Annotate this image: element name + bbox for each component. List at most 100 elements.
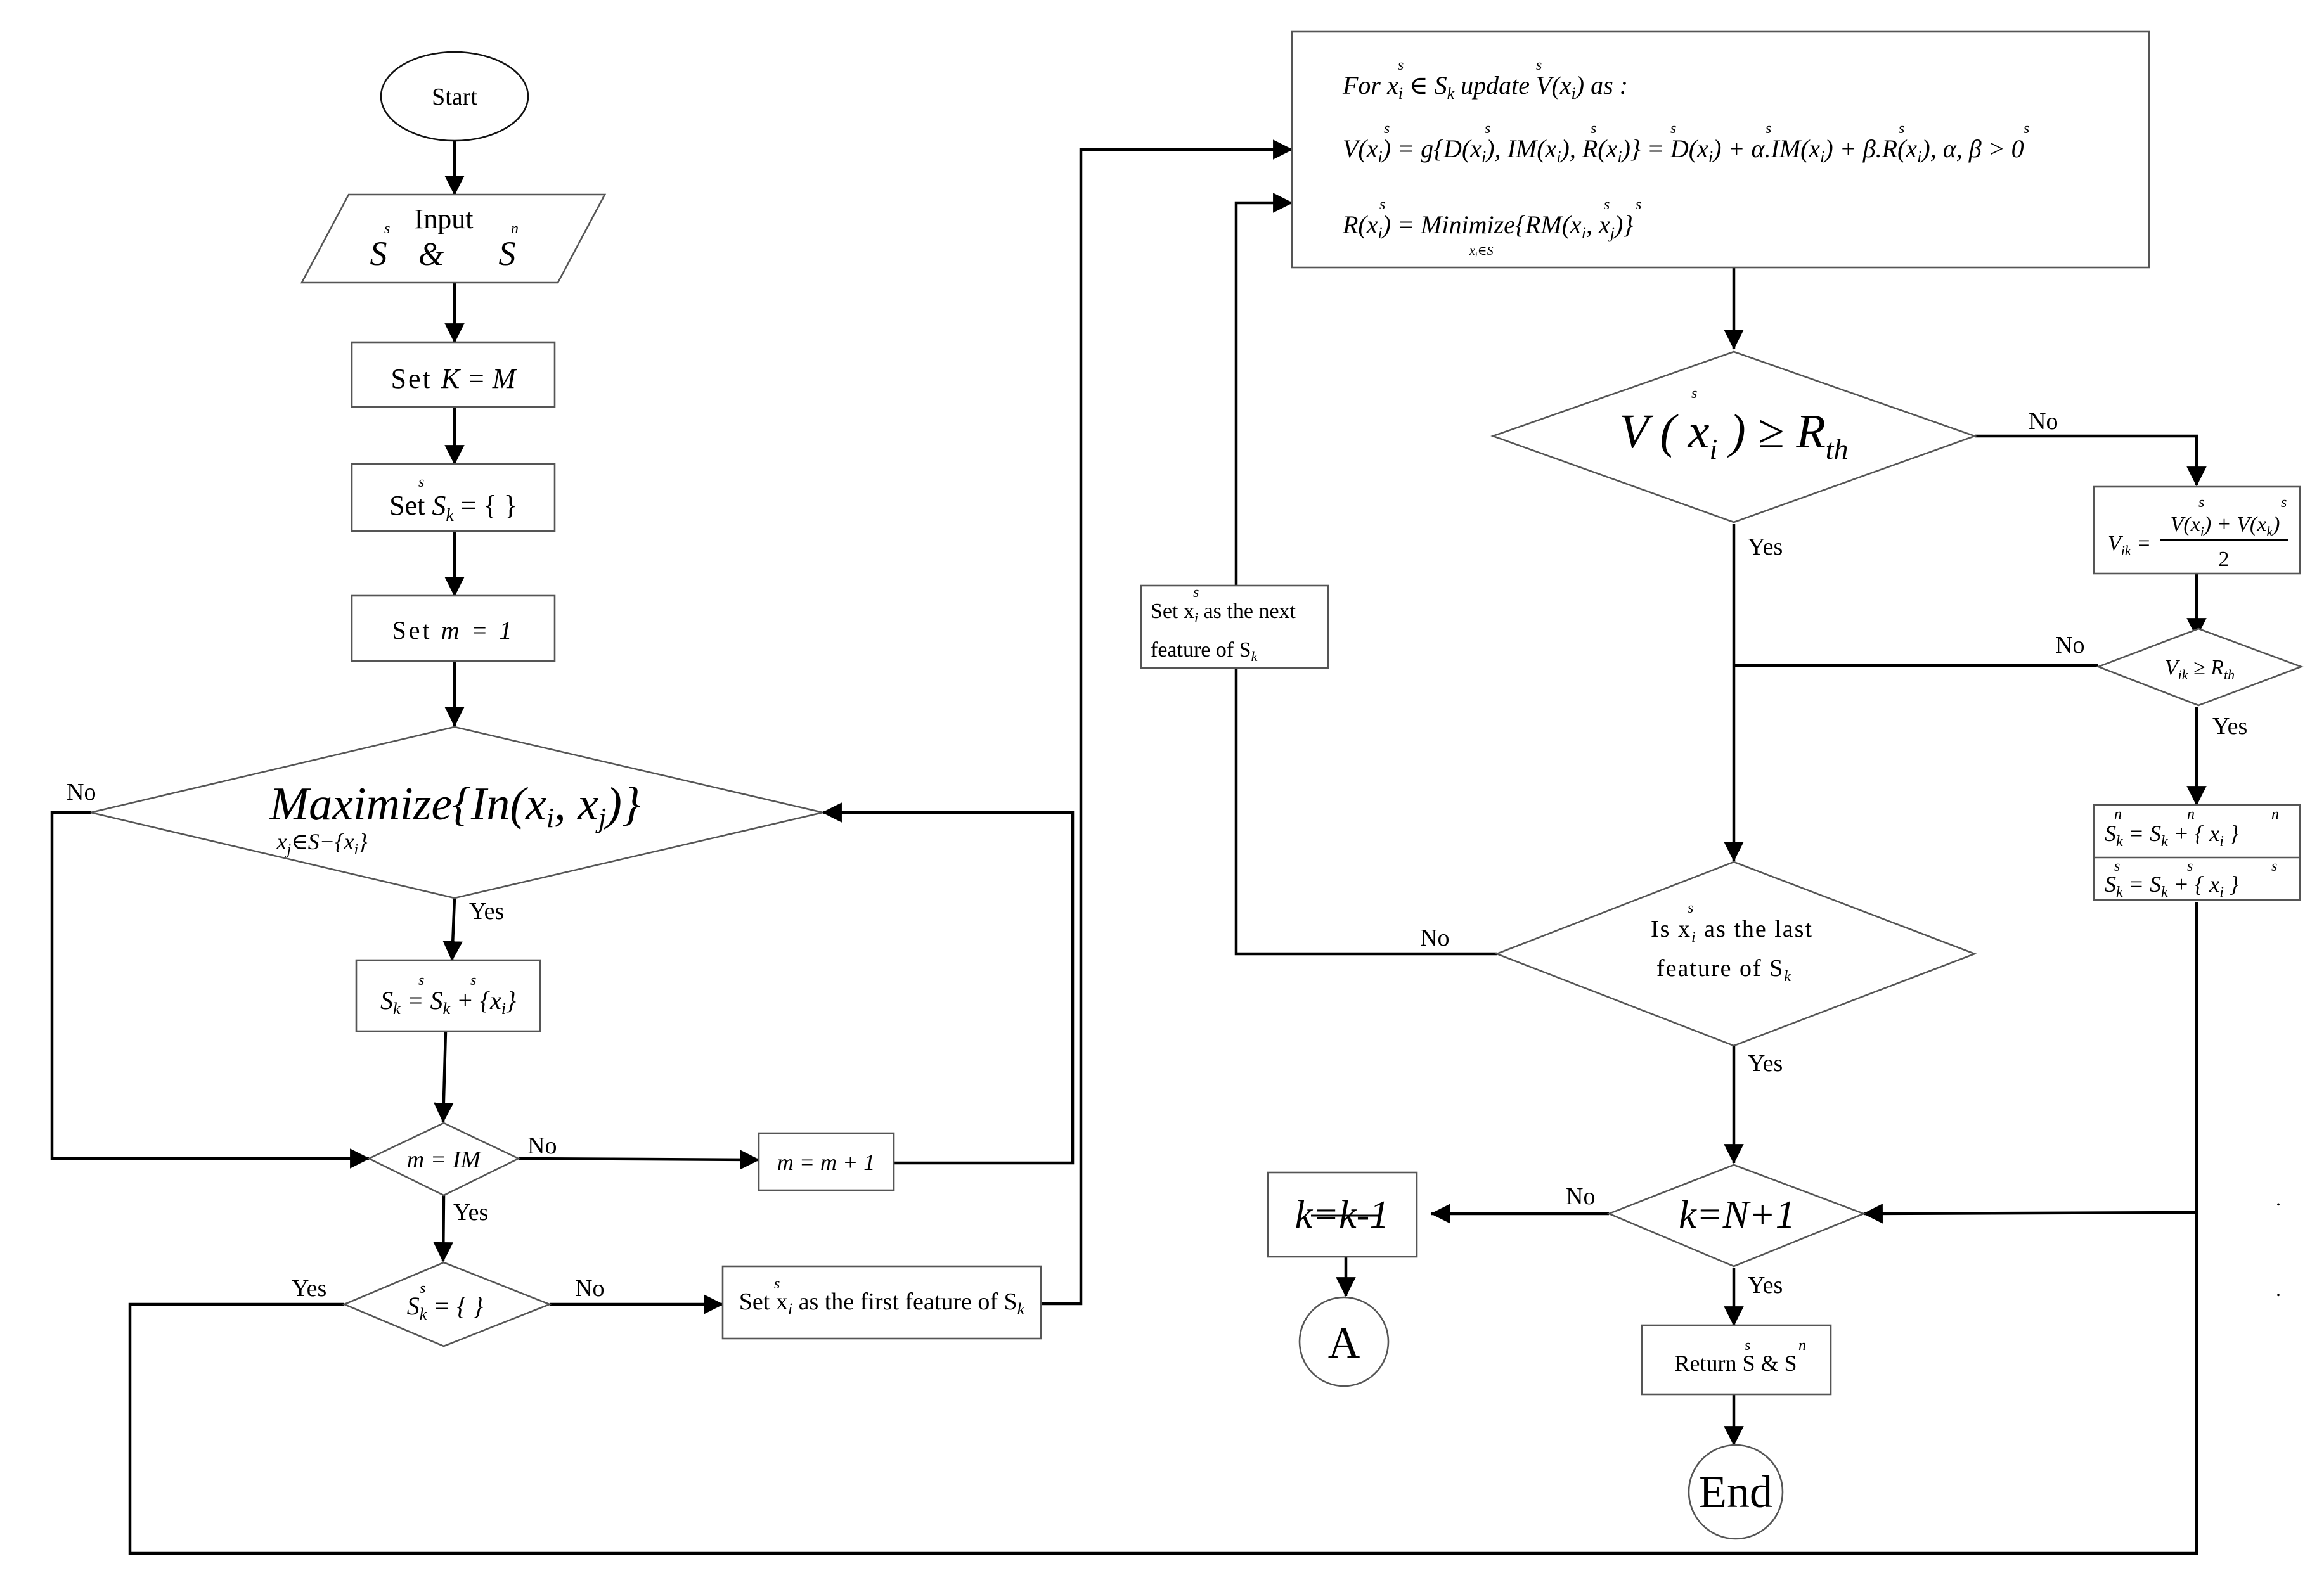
svg-text:feature of Sk: feature of Sk <box>1151 638 1258 664</box>
node-m-plus: m = m + 1 <box>758 1132 895 1191</box>
svg-text:n: n <box>2187 806 2195 823</box>
connector-a-label: A <box>1328 1319 1360 1368</box>
arrow-vcond-no <box>1975 434 2207 487</box>
svg-text:.: . <box>2276 1278 2281 1301</box>
vik-cond-label: Vik ≥ Rth <box>2165 656 2235 683</box>
svg-text:s: s <box>1691 385 1697 402</box>
input-amp: & <box>418 236 444 273</box>
svg-text:n: n <box>511 221 519 237</box>
input-set-n: S <box>499 234 516 273</box>
label-kcond-yes: Yes <box>1748 1272 1783 1299</box>
update-line1: For xi ∈ Sk update V(xi) as : <box>1342 71 1628 103</box>
svg-text:Return S & S: Return S & S <box>1674 1351 1797 1376</box>
svg-text:V(xi) + V(xk): V(xi) + V(xk) <box>2171 513 2280 539</box>
node-last-feature: s Is xi as the last feature of Sk <box>1494 861 1977 1047</box>
svg-text:feature of Sk: feature of Sk <box>1656 955 1792 985</box>
arrow-setfirst-update <box>1041 139 1293 1306</box>
start-label: Start <box>432 84 477 110</box>
node-set-next: s Set xi as the next feature of Sk <box>1140 584 1329 669</box>
node-end: End <box>1688 1444 1784 1540</box>
node-input: Input s S & n S <box>300 193 607 284</box>
svg-text:s: s <box>1899 120 1904 137</box>
svg-text:s: s <box>418 972 424 989</box>
arrow-maximize-skupdate <box>442 897 463 961</box>
node-sk-update: s s Sk = Sk + {xi} <box>355 959 541 1032</box>
svg-text:Sk = { }: Sk = { } <box>407 1292 484 1323</box>
svg-text:s: s <box>1636 196 1641 213</box>
svg-text:Set xi as the first feature of: Set xi as the first feature of Sk <box>739 1288 1025 1318</box>
node-v-cond: s V ( xi ) ≥ Rth <box>1490 350 1977 523</box>
label-mim-no: No <box>527 1133 557 1159</box>
svg-text:s: s <box>1604 196 1610 213</box>
label-vcond-yes: Yes <box>1748 534 1783 560</box>
label-vcond-no: No <box>2029 408 2058 435</box>
svg-text:Set K = M: Set K = M <box>391 363 517 394</box>
svg-text:s: s <box>1670 120 1676 137</box>
end-label: End <box>1699 1467 1772 1517</box>
svg-text:s: s <box>1591 120 1596 137</box>
node-sets-update: n n n s s s Sk = Sk + { xi } Sk = Sk + {… <box>2093 804 2301 901</box>
svg-text:s: s <box>1379 196 1385 213</box>
arrow-mplus-maximize <box>822 802 1075 1165</box>
svg-text:s: s <box>1398 57 1404 74</box>
node-set-sk: s Set Sk = { } <box>351 463 556 532</box>
node-maximize: Maximize{In(xi, xj)} xj∈S−{xi} <box>90 726 823 899</box>
set-k-expr: K = M <box>441 363 517 394</box>
branch-labels: No Yes No Yes Yes No No Yes No Yes No Ye… <box>67 408 2247 1302</box>
svg-text:s: s <box>774 1276 780 1292</box>
label-kcond-no: No <box>1566 1183 1595 1210</box>
update-line2: V(xi) = g{D(xi), IM(xi), R(xi)} = D(xi) … <box>1343 134 2024 166</box>
svg-text:Sk = Sk + { xi }: Sk = Sk + { xi } <box>2105 871 2239 901</box>
svg-text:s: s <box>2281 494 2287 511</box>
label-vikcond-yes: Yes <box>2212 713 2247 740</box>
node-m-eq-im: m = IM <box>367 1122 520 1197</box>
input-title: Input <box>415 203 474 234</box>
label-maximize-yes: Yes <box>469 898 504 925</box>
svg-text:2: 2 <box>2219 548 2230 571</box>
set-m-expr: m = 1 <box>441 616 515 645</box>
svg-text:Sk = Sk + { xi }: Sk = Sk + { xi } <box>2105 821 2239 850</box>
connectors <box>50 139 2207 1555</box>
node-start: Start <box>380 51 529 142</box>
svg-text:s: s <box>2187 858 2193 875</box>
label-maximize-no: No <box>67 779 96 806</box>
label-mim-yes: Yes <box>453 1199 488 1226</box>
arrow-mim-skempty <box>433 1195 454 1262</box>
svg-text:Is xi as the last: Is xi as the last <box>1651 916 1813 946</box>
svg-text:n: n <box>2271 806 2279 823</box>
svg-text:s: s <box>2271 858 2277 875</box>
svg-text:s: s <box>1766 120 1771 137</box>
svg-text:n: n <box>2114 806 2122 823</box>
label-skempty-yes: Yes <box>292 1275 326 1302</box>
svg-text:s: s <box>1485 120 1490 137</box>
label-skempty-no: No <box>575 1275 604 1302</box>
svg-text:s: s <box>420 1280 425 1297</box>
label-vikcond-no: No <box>2055 632 2084 658</box>
svg-text:Maximize{In(xi, xj)}: Maximize{In(xi, xj)} <box>269 778 640 833</box>
label-last-yes: Yes <box>1748 1050 1783 1077</box>
svg-text:s: s <box>1688 900 1693 916</box>
node-set-k: Set K = M <box>351 341 556 408</box>
svg-text:s: s <box>384 221 390 237</box>
svg-text:s: s <box>1384 120 1390 137</box>
node-set-m: Set m = 1 <box>351 594 556 662</box>
node-k-dec: k=k-1 <box>1267 1171 1418 1258</box>
svg-text:Sk = Sk + {xi}: Sk = Sk + {xi} <box>380 986 516 1018</box>
svg-text:s: s <box>1745 1337 1750 1354</box>
node-sk-empty: s Sk = { } <box>342 1261 552 1347</box>
m-eq-im-label: m = IM <box>407 1146 482 1173</box>
svg-text:.: . <box>2276 1187 2281 1210</box>
node-return: s n Return S & S <box>1641 1324 1832 1396</box>
svg-text:xi∈S: xi∈S <box>1469 244 1494 260</box>
arrow-last-no-loop <box>1234 193 1497 956</box>
svg-text:s: s <box>1536 57 1542 74</box>
arrow-mim-mplus <box>518 1150 760 1170</box>
update-line3: R(xi) = Minimize{RM(xi, xj)} <box>1342 210 1633 242</box>
arrow-skempty-yes-loop <box>128 902 2198 1555</box>
svg-text:Set Sk = { }: Set Sk = { } <box>389 490 517 525</box>
arrow-sets-to-kcond <box>1862 1204 2197 1224</box>
arrow-maximize-no <box>50 811 370 1169</box>
svg-text:s: s <box>470 972 476 989</box>
node-set-first: s Set xi as the first feature of Sk <box>721 1265 1042 1340</box>
